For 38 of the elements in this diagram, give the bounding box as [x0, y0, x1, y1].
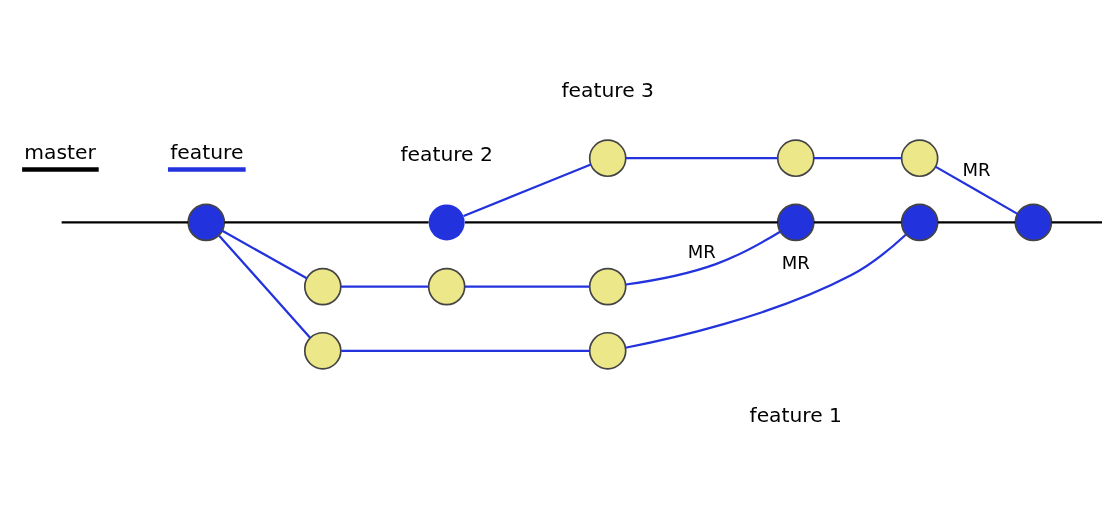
- node-circle: [776, 203, 815, 242]
- connector: [464, 285, 590, 288]
- node-circle: [303, 331, 342, 370]
- node-circle: [900, 203, 939, 242]
- node-circle: [427, 267, 466, 306]
- label: feature 1: [749, 403, 843, 428]
- connector: [463, 163, 592, 218]
- connector: [341, 349, 590, 352]
- connector: [625, 230, 781, 286]
- connector: [465, 221, 778, 224]
- connector: [935, 165, 1019, 215]
- edge-label: MR: [781, 252, 810, 274]
- edge-label: MR: [687, 241, 716, 263]
- node-circle: [588, 139, 627, 178]
- connector: [937, 221, 1016, 224]
- label: feature 2: [400, 141, 493, 166]
- edge-label: MR: [962, 159, 991, 181]
- node-circle: [1014, 203, 1053, 242]
- connector: [813, 157, 902, 160]
- node-circle: [776, 139, 815, 178]
- node-circle: [303, 267, 342, 306]
- connector: [224, 221, 429, 224]
- node-circle: [588, 331, 627, 370]
- node-circle: [588, 267, 627, 306]
- node-circle: [900, 139, 939, 178]
- connector: [813, 221, 902, 224]
- connector: [625, 233, 907, 349]
- node-circle: [428, 204, 465, 241]
- legend-label: feature: [170, 139, 244, 164]
- connector: [1051, 221, 1102, 224]
- connector: [340, 285, 429, 288]
- connector: [626, 157, 778, 160]
- legend-label: master: [24, 139, 96, 164]
- node-circle: [187, 203, 226, 242]
- label: feature 3: [561, 77, 654, 102]
- connector: [218, 234, 311, 339]
- connector: [61, 221, 188, 224]
- connector: [221, 229, 308, 280]
